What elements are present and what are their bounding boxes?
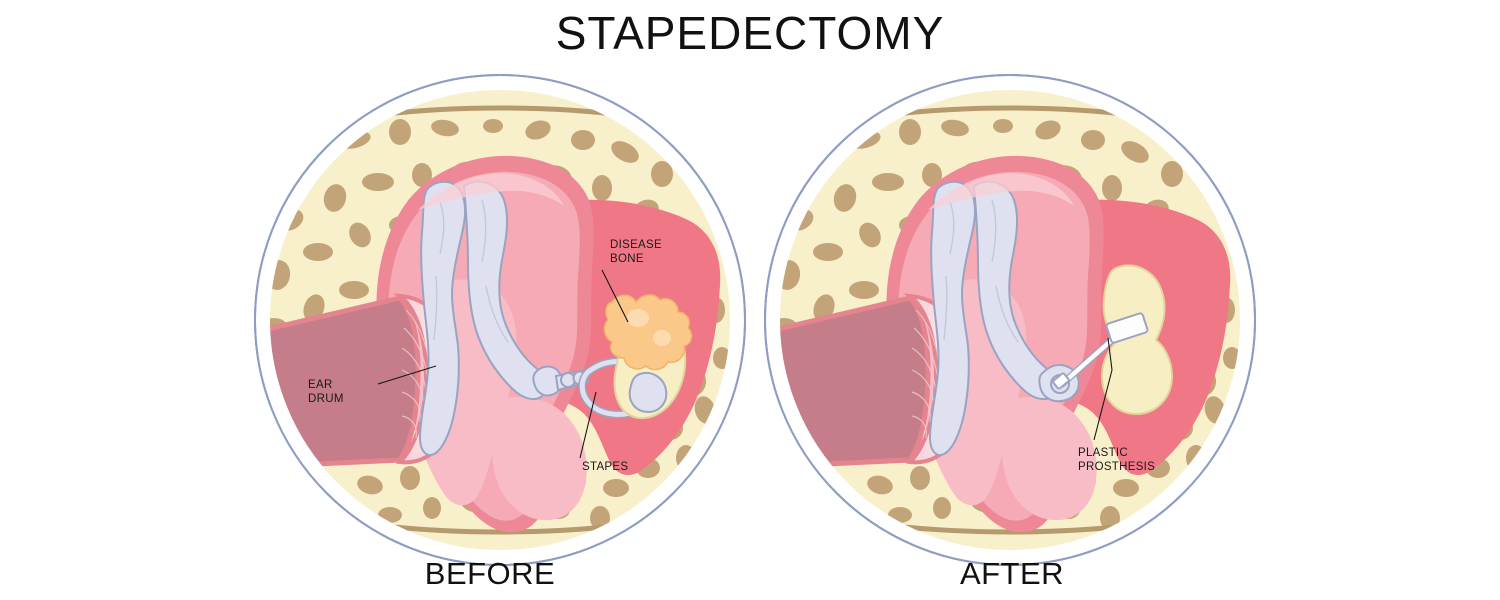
malleus-bone bbox=[928, 180, 977, 456]
leader-line-plastic-prosthesis bbox=[1093, 369, 1113, 441]
malleus-shading bbox=[943, 201, 955, 341]
panel-after: PLASTIC PROSTHESIS bbox=[760, 70, 1260, 570]
leader-line-plastic-prosthesis-upper bbox=[1107, 337, 1113, 371]
caption-before: BEFORE bbox=[424, 556, 556, 591]
lower-cavity-pocket bbox=[491, 396, 587, 521]
caption-after: AFTER bbox=[959, 556, 1065, 591]
label-ear-drum-line2: DRUM bbox=[308, 393, 344, 405]
diseased-bone-otosclerosis bbox=[603, 294, 693, 371]
prosthesis-piston-body bbox=[1105, 312, 1149, 344]
cavity-highlight bbox=[418, 173, 564, 210]
diseased-bone-highlight bbox=[627, 309, 671, 346]
cochlea-vestibule bbox=[1100, 264, 1174, 416]
panel-before: DISEASE BONE STAPES EAR DRUM bbox=[250, 70, 750, 570]
leader-line-disease-bone bbox=[601, 269, 629, 323]
label-plastic-prosthesis-line2: PROSTHESIS bbox=[1078, 461, 1155, 473]
malleus-bone bbox=[418, 180, 467, 456]
stapes-footplate bbox=[628, 372, 668, 414]
panel-inner-white-ring bbox=[774, 84, 1246, 556]
label-stapes: STAPES bbox=[582, 461, 628, 473]
prosthesis-shaft bbox=[1059, 335, 1117, 387]
malleus-shading bbox=[433, 201, 445, 341]
anatomy-group-after bbox=[778, 88, 1242, 552]
panel-border-ring bbox=[764, 74, 1256, 566]
incus-shading bbox=[991, 199, 1019, 343]
leader-line-stapes bbox=[579, 391, 597, 459]
label-ear-drum-line1: EAR bbox=[308, 379, 333, 391]
leader-line-ear-drum bbox=[377, 365, 437, 385]
anatomy-group-before bbox=[268, 88, 732, 552]
lower-cavity-pocket bbox=[1001, 396, 1097, 521]
label-disease-bone-line1: DISEASE bbox=[610, 239, 662, 251]
cavity-highlight bbox=[928, 173, 1074, 210]
page-title: STAPEDECTOMY bbox=[555, 7, 945, 59]
panel-border-ring bbox=[254, 74, 746, 566]
prosthesis-crimp-hook bbox=[1052, 372, 1070, 390]
incus-shading bbox=[481, 199, 509, 343]
lenticular-process bbox=[532, 365, 563, 397]
label-plastic-prosthesis-line1: PLASTIC bbox=[1078, 447, 1128, 459]
label-disease-bone-line2: BONE bbox=[610, 253, 644, 265]
panel-inner-white-ring bbox=[264, 84, 736, 556]
